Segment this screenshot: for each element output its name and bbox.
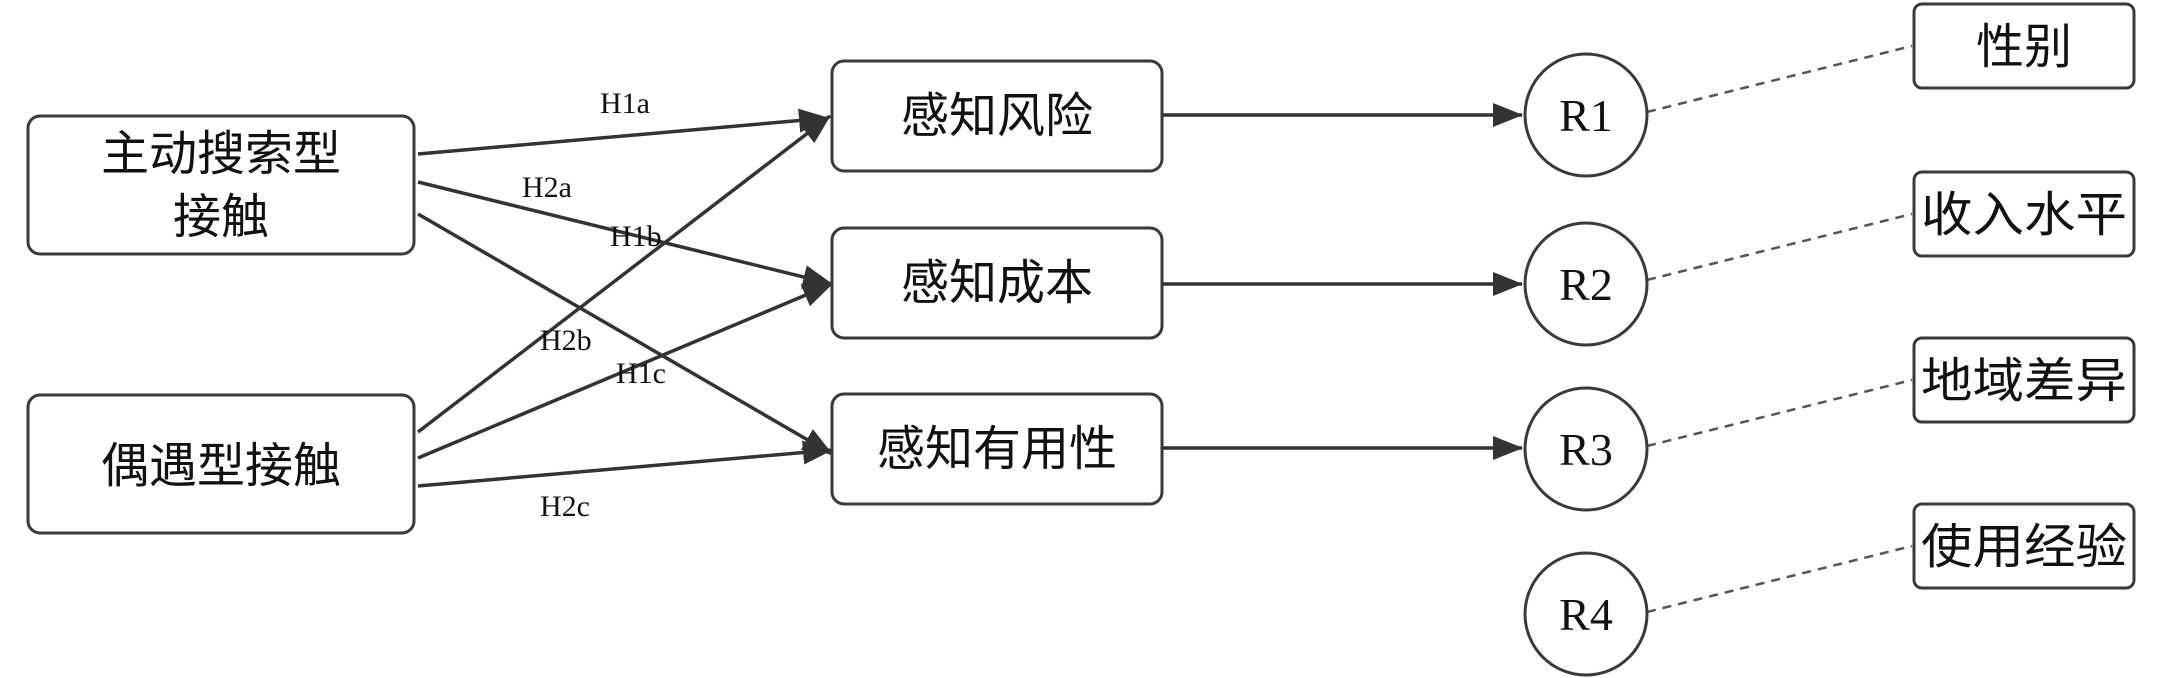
edge-h2a	[417, 180, 833, 289]
hypothesis-edges	[416, 108, 833, 488]
outcome-node-r1: R1	[1523, 52, 1649, 178]
label-h1b: H1b	[610, 220, 662, 253]
dash-r3-region	[1646, 378, 1913, 448]
moderator-region-label: 地域差异	[1921, 353, 2127, 409]
moderator-income-label: 收入水平	[1921, 187, 2127, 243]
moderator-links	[1646, 44, 1913, 614]
label-h2b: H2b	[540, 324, 592, 357]
label-h2a: H2a	[522, 171, 572, 204]
mediator-usefulness-label: 感知有用性	[877, 421, 1117, 477]
outcome-r1-label: R1	[1559, 90, 1613, 141]
dash-r4-experience	[1646, 544, 1913, 614]
mediator-cost-label: 感知成本	[901, 255, 1093, 311]
moderator-gender: 性别	[1912, 2, 2136, 90]
dash-r1-gender	[1646, 44, 1913, 114]
moderator-experience-label: 使用经验	[1921, 519, 2127, 575]
dash-r2-income	[1646, 212, 1913, 282]
outcome-edges	[1162, 103, 1523, 460]
mediator-node-cost: 感知成本	[830, 226, 1164, 340]
mediator-node-usefulness: 感知有用性	[830, 392, 1164, 506]
source-node-active-search: 主动搜索型 接触	[26, 114, 416, 256]
label-h1a: H1a	[600, 87, 650, 120]
edge-labels: H1a H2a H1b H2b H1c H2c	[522, 87, 666, 523]
mediator-risk-label: 感知风险	[901, 88, 1093, 144]
chance-encounter-label: 偶遇型接触	[101, 438, 341, 494]
edge-h1b	[417, 282, 833, 460]
moderator-gender-label: 性别	[1976, 19, 2072, 75]
edge-h1a	[417, 108, 829, 156]
moderator-experience: 使用经验	[1912, 502, 2136, 590]
mediator-node-risk: 感知风险	[830, 59, 1164, 173]
source-node-chance-encounter: 偶遇型接触	[26, 393, 416, 535]
outcome-r3-label: R3	[1559, 424, 1613, 475]
label-h1c: H1c	[616, 357, 666, 390]
moderator-region: 地域差异	[1912, 336, 2136, 424]
label-h2c: H2c	[540, 490, 590, 523]
outcome-node-r4: R4	[1523, 551, 1649, 677]
outcome-node-r3: R3	[1523, 386, 1649, 512]
edge-h2c	[417, 440, 833, 488]
outcome-r2-label: R2	[1559, 259, 1613, 310]
active-search-line1: 主动搜索型	[101, 126, 341, 182]
edge-h2b	[416, 114, 832, 434]
active-search-line2: 接触	[173, 189, 269, 245]
outcome-node-r2: R2	[1523, 221, 1649, 347]
edge-h1c-active	[417, 212, 833, 456]
outcome-r4-label: R4	[1559, 589, 1613, 640]
moderator-income: 收入水平	[1912, 170, 2136, 258]
